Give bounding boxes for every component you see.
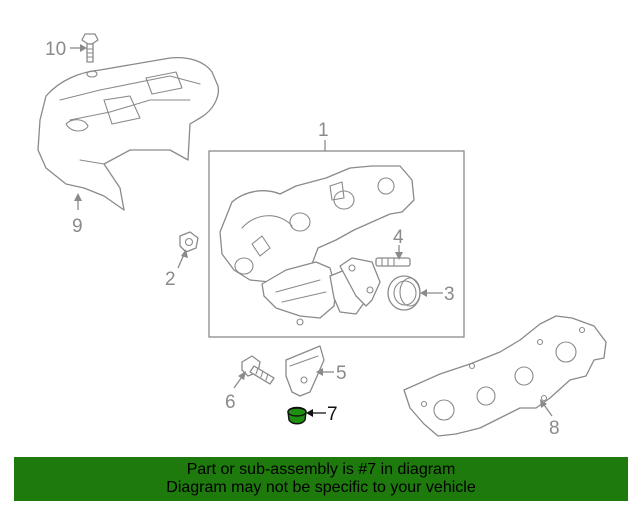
callout-4: 4	[393, 227, 404, 260]
callout-8: 8	[540, 399, 560, 439]
part-5-bracket	[285, 345, 325, 397]
callout-7-label: 7	[327, 404, 338, 425]
part-10-bolt	[81, 33, 99, 63]
part-1-exhaust-manifold	[219, 165, 415, 326]
banner-line-2: Diagram may not be specific to your vehi…	[166, 479, 476, 496]
callout-3-label: 3	[444, 284, 455, 305]
callout-2-label: 2	[165, 269, 176, 290]
callout-3: 3	[420, 284, 455, 305]
callout-9: 9	[72, 193, 83, 237]
callout-1: 1	[318, 120, 329, 151]
callout-9-label: 9	[72, 216, 83, 237]
callout-1-label: 1	[318, 120, 329, 141]
part-6-bolt	[241, 355, 275, 385]
callout-5: 5	[316, 363, 347, 384]
part-1-assembly-box	[208, 150, 465, 338]
callout-5-label: 5	[336, 363, 347, 384]
part-3-gasket-ring	[387, 275, 421, 311]
callout-6: 6	[225, 371, 246, 413]
callout-2: 2	[165, 249, 188, 290]
part-7-nut	[287, 406, 307, 425]
part-8-exhaust-gasket	[403, 315, 607, 437]
banner-line-1: Part or sub-assembly is #7 in diagram	[186, 461, 456, 478]
callout-4-label: 4	[393, 227, 404, 248]
part-9-heat-shield	[37, 56, 220, 211]
callout-8-label: 8	[549, 418, 560, 439]
callout-7: 7	[306, 404, 338, 425]
callout-10: 10	[45, 39, 87, 60]
info-banner: Part or sub-assembly is #7 in diagram Di…	[14, 457, 628, 501]
callout-6-label: 6	[225, 392, 236, 413]
part-2-nut	[179, 231, 199, 253]
part-4-stud	[375, 257, 411, 267]
callout-10-label: 10	[45, 39, 66, 60]
